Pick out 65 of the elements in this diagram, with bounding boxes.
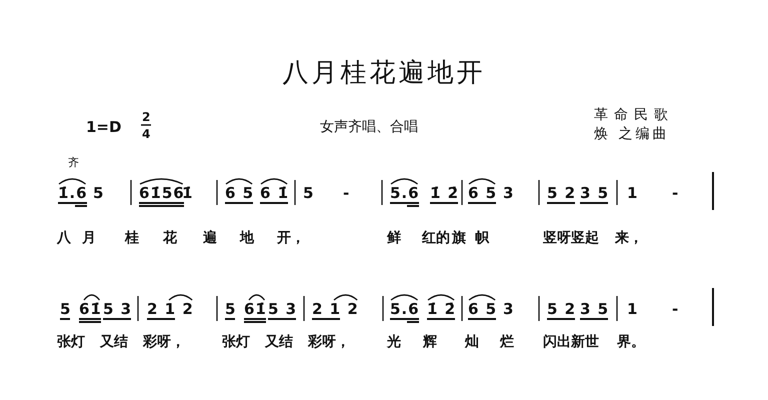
- lyric-text: 红的: [422, 231, 450, 245]
- note-group: 5 2: [547, 292, 576, 324]
- time-signature-denominator: 4: [142, 128, 150, 140]
- lyric-text: 来，: [615, 231, 643, 245]
- note-group: 5: [225, 292, 236, 324]
- lyric-text: 地: [240, 231, 254, 245]
- note-group: 5: [93, 176, 104, 208]
- source-note: 革命民歌: [594, 108, 674, 122]
- lyric-text: 又结: [265, 335, 293, 349]
- note-group: -: [343, 176, 350, 208]
- note-group: 6 5: [468, 176, 498, 208]
- lyric-text: 开，: [277, 231, 305, 245]
- lyric-text: 鲜: [387, 231, 401, 245]
- lyric-text: 遍: [203, 231, 217, 245]
- note-group: 5 3: [103, 292, 132, 324]
- note-group: 5.6: [390, 292, 420, 324]
- note-group: 5: [303, 176, 314, 208]
- lyric-text: 彩呀，: [143, 335, 185, 349]
- note-group: 3: [503, 176, 514, 208]
- lyric-text: 界。: [617, 335, 645, 349]
- time-signature-numerator: 2: [142, 111, 150, 123]
- performance-note: 女声齐唱、合唱: [320, 120, 418, 134]
- arranger-credit: 焕 之编曲: [594, 127, 670, 141]
- note-group: 3 5: [580, 292, 610, 324]
- note-group: 5.6: [390, 176, 420, 208]
- note-group: 1̇: [182, 176, 194, 208]
- lyric-text: 帜: [475, 231, 489, 245]
- note-group: 6 5: [225, 176, 254, 208]
- note-group: -: [672, 176, 680, 208]
- note-group: 61̇: [244, 292, 267, 324]
- note-group: 3 5: [580, 176, 610, 208]
- note-group: 3: [503, 292, 514, 324]
- note-group: 1̇ 2̇: [427, 292, 456, 324]
- lyric-text: 竖呀竖起: [543, 231, 599, 245]
- voicing-mark: 齐: [68, 157, 79, 168]
- note-group: 6 1̇: [260, 176, 290, 208]
- lyric-text: 张灯: [57, 335, 85, 349]
- title: 八月桂花遍地开: [282, 60, 486, 86]
- lyric-text: 辉: [423, 335, 437, 349]
- note-group: 1: [627, 292, 638, 324]
- lyric-text: 旗: [452, 231, 466, 245]
- note-group: 6 5: [468, 292, 498, 324]
- note-group: 1̇.6: [58, 176, 88, 208]
- lyric-text: 又结: [100, 335, 128, 349]
- note-group: 1̇ 2̇: [430, 176, 460, 208]
- note-group: 1: [627, 176, 638, 208]
- note-group: 61̇: [79, 292, 102, 324]
- lyric-text: 光: [387, 335, 401, 349]
- lyric-text: 彩呀，: [308, 335, 350, 349]
- note-group: -: [672, 292, 680, 324]
- key-signature: 1=D: [86, 120, 122, 135]
- lyric-text: 闪出新世: [543, 335, 599, 349]
- note-group: 61̇56: [139, 176, 185, 208]
- lyric-text: 灿: [465, 335, 479, 349]
- lyric-text: 烂: [500, 335, 514, 349]
- note-group: 5 3: [268, 292, 298, 324]
- lyric-text: 花: [163, 231, 177, 245]
- note-group: 2 1 2: [147, 292, 194, 324]
- lyric-text: 桂: [125, 231, 139, 245]
- note-group: 5 2: [547, 176, 576, 208]
- note-group: 2 1 2: [312, 292, 359, 324]
- lyric-text: 八: [57, 231, 71, 245]
- lyric-text: 月: [82, 231, 96, 245]
- lyric-text: 张灯: [222, 335, 250, 349]
- note-group: 5: [60, 292, 72, 324]
